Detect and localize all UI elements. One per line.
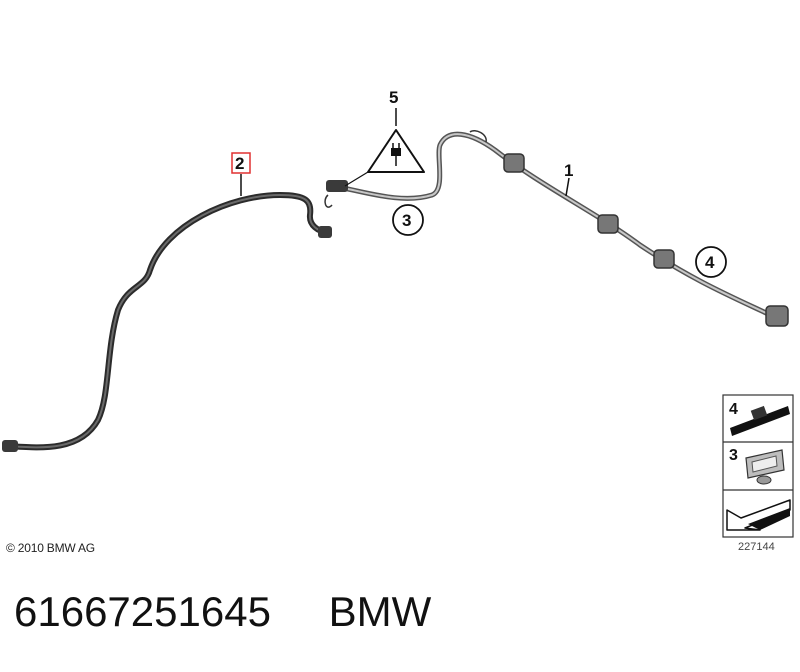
legend-row-3: 3 (729, 447, 785, 485)
hose-item-2 (2, 191, 332, 452)
hose-item-1 (324, 130, 789, 327)
part-info: 61667251645 BMW (14, 588, 431, 636)
warning-triangle-plug-icon (367, 129, 425, 173)
svg-text:4: 4 (705, 253, 715, 272)
callout-5: 5 (344, 88, 425, 187)
clip-b (597, 214, 619, 234)
copyright-notice: © 2010 BMW AG (6, 541, 95, 555)
legend-box: 4 3 (722, 394, 794, 538)
nozzle-end (765, 305, 789, 327)
svg-text:1: 1 (564, 161, 573, 180)
callout-1: 1 (564, 161, 573, 197)
svg-text:3: 3 (402, 211, 411, 230)
svg-text:4: 4 (729, 401, 738, 418)
svg-text:5: 5 (389, 88, 398, 107)
legend-row-4: 4 (729, 401, 790, 436)
highlight-box (231, 152, 251, 174)
connector-fitting (326, 180, 348, 192)
clip-icon (730, 405, 790, 436)
hose-connector (318, 226, 332, 238)
callout-2: 2 (231, 152, 251, 196)
arrow-icon (726, 499, 791, 531)
drawing-number: 227144 (738, 541, 775, 553)
part-number: 61667251645 (14, 588, 271, 635)
clip-c (653, 249, 675, 269)
callout-3: 3 (392, 204, 424, 236)
clip-a (503, 153, 525, 173)
svg-text:2: 2 (235, 154, 244, 173)
callout-4: 4 (695, 246, 727, 278)
pipe-clip-icon (745, 449, 785, 485)
svg-text:3: 3 (729, 447, 738, 464)
hose-end-fitting (2, 440, 18, 452)
brand-name: BMW (328, 588, 432, 635)
